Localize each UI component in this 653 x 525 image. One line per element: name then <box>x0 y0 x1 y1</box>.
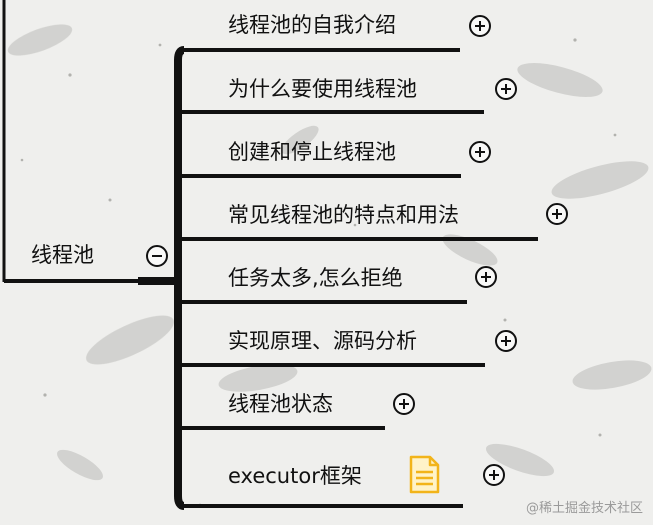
branch-label-4[interactable]: 常见线程池的特点和用法 <box>228 203 459 227</box>
branch-label-1[interactable]: 线程池的自我介绍 <box>228 13 396 37</box>
expand-plus-icon[interactable] <box>475 266 497 288</box>
expand-plus-icon[interactable] <box>495 330 517 352</box>
expand-plus-icon[interactable] <box>469 141 491 163</box>
branch-bracket <box>174 46 185 510</box>
watermark-text: @稀土掘金技术社区 <box>525 501 643 516</box>
expand-plus-icon[interactable] <box>495 78 517 100</box>
root-node-label[interactable]: 线程池 <box>31 243 94 267</box>
note-document-icon[interactable] <box>409 455 440 494</box>
branch-label-8[interactable]: executor框架 <box>228 464 362 488</box>
branch-label-3[interactable]: 创建和停止线程池 <box>228 140 396 164</box>
collapse-minus-icon[interactable] <box>146 245 168 267</box>
expand-plus-icon[interactable] <box>483 464 505 486</box>
expand-plus-icon[interactable] <box>546 203 568 225</box>
branch-label-6[interactable]: 实现原理、源码分析 <box>228 329 417 353</box>
expand-plus-icon[interactable] <box>469 15 491 37</box>
expand-plus-icon[interactable] <box>393 393 415 415</box>
branch-label-5[interactable]: 任务太多,怎么拒绝 <box>228 266 403 290</box>
branch-label-2[interactable]: 为什么要使用线程池 <box>228 77 417 101</box>
branch-label-7[interactable]: 线程池状态 <box>228 392 333 416</box>
